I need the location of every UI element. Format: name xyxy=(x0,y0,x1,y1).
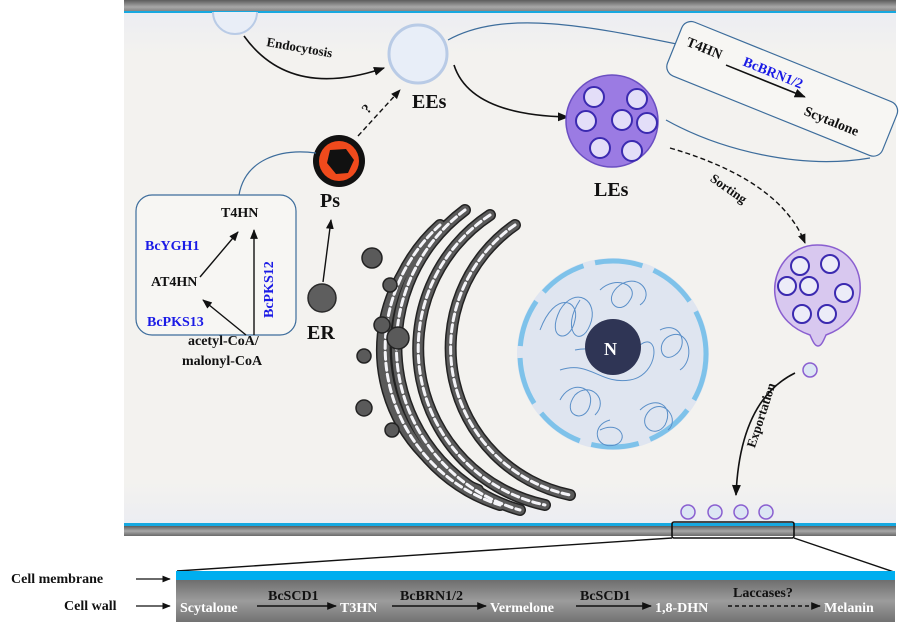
intraluminal-vesicle xyxy=(621,140,643,162)
wall-enzyme-scd1-first: BcSCD1 xyxy=(268,589,319,604)
peroxisome-core xyxy=(327,149,354,174)
zoom-line-left xyxy=(176,537,673,572)
bottom-cell-membrane xyxy=(124,523,896,526)
er-blob xyxy=(361,247,383,269)
bcpks12-enzyme-label: BcPKS12 xyxy=(262,261,277,318)
endocytic-vesicle xyxy=(212,11,258,35)
intraluminal-vesicle xyxy=(611,109,633,131)
nucleus: N xyxy=(517,258,709,450)
ee-to-le-arrow xyxy=(453,64,570,122)
wall-step-scytalone: Scytalone xyxy=(180,601,238,616)
membrane-vesicle xyxy=(707,504,723,520)
wall-step-dhn: 1,8-DHN xyxy=(655,601,708,616)
ps-label: Ps xyxy=(320,190,340,212)
er-to-ps-arrow xyxy=(322,219,334,283)
brn-arrow xyxy=(725,64,806,98)
intraluminal-vesicle xyxy=(777,276,797,296)
intraluminal-vesicle xyxy=(589,137,611,159)
zoomed-wall-layer xyxy=(176,580,895,622)
er-blob xyxy=(384,422,400,438)
zoom-line-right xyxy=(793,537,895,573)
nuclear-envelope xyxy=(517,258,709,450)
wall-step-t3hn: T3HN xyxy=(340,601,377,616)
wall-step-melanin: Melanin xyxy=(824,601,874,616)
exportation-arrow xyxy=(731,372,796,497)
substrate-line2: malonyl-CoA xyxy=(182,354,263,369)
at4hn-intermediate: AT4HN xyxy=(151,275,197,290)
top-cell-membrane xyxy=(124,11,896,13)
endocytosis-arrow xyxy=(243,35,386,80)
zoomed-membrane-layer xyxy=(176,571,895,580)
er-blob xyxy=(356,348,372,364)
ygh1-arrow xyxy=(199,231,239,278)
exported-vesicle xyxy=(802,362,818,378)
intraluminal-vesicle xyxy=(626,88,648,110)
membrane-vesicle xyxy=(680,504,696,520)
membrane-vesicles xyxy=(680,504,774,520)
membrane-vesicle xyxy=(733,504,749,520)
sorting-arrow xyxy=(669,147,806,244)
pks-product-t4hn: T4HN xyxy=(221,206,258,221)
bottom-cell-wall xyxy=(124,526,896,536)
wall-enzyme-brn: BcBRN1/2 xyxy=(400,589,463,604)
wall-enzyme-laccases: Laccases? xyxy=(733,586,793,601)
intraluminal-vesicle xyxy=(790,256,810,276)
cell-wall-label: Cell wall xyxy=(64,599,117,614)
er-vesicle xyxy=(307,283,337,313)
intraluminal-vesicle xyxy=(817,304,837,324)
bcygh1-enzyme-label: BcYGH1 xyxy=(145,239,199,254)
intraluminal-vesicle xyxy=(636,112,658,134)
intraluminal-vesicle xyxy=(799,276,819,296)
intraluminal-vesicle xyxy=(575,110,597,132)
intraluminal-vesicle xyxy=(834,283,854,303)
endosome-callout-bottom xyxy=(665,119,871,163)
nucleolus xyxy=(585,319,641,375)
top-cell-wall xyxy=(124,0,896,14)
peroxisome xyxy=(313,135,365,187)
les-label: LEs xyxy=(594,179,629,201)
er-blobs xyxy=(355,247,410,438)
wall-step-vermelone: Vermelone xyxy=(490,601,554,616)
zoomed-cell-wall xyxy=(176,571,895,622)
er-blob xyxy=(373,316,391,334)
er-blob xyxy=(386,326,410,350)
nucleolus-label: N xyxy=(604,339,617,359)
substrate-line1: acetyl-CoA/ xyxy=(188,334,260,349)
endosome-conversion-box: T4HN BcBRN1/2 Scytalone xyxy=(666,20,899,157)
early-endosome xyxy=(387,23,449,85)
zoom-region-box xyxy=(671,521,795,539)
bcpks13-enzyme-label: BcPKS13 xyxy=(147,315,204,330)
intraluminal-vesicle xyxy=(583,86,605,108)
er-label: ER xyxy=(307,322,335,344)
multivesicular-body xyxy=(773,244,861,347)
ps-to-ee-arrow xyxy=(357,89,401,137)
cell-membrane-label: Cell membrane xyxy=(11,572,103,587)
late-endosome xyxy=(565,74,659,168)
er-blob xyxy=(382,277,398,293)
wall-melanin-pathway: Scytalone BcSCD1 T3HN BcBRN1/2 Vermelone… xyxy=(180,586,874,616)
er-blob xyxy=(355,399,373,417)
intraluminal-vesicle xyxy=(820,254,840,274)
ees-label: EEs xyxy=(412,91,447,113)
membrane-vesicle xyxy=(758,504,774,520)
intraluminal-vesicle xyxy=(792,304,812,324)
wall-enzyme-scd1-second: BcSCD1 xyxy=(580,589,631,604)
peroxisome-callout-line xyxy=(238,151,317,196)
pks13-arrow xyxy=(202,299,247,336)
er-cisternae xyxy=(375,204,576,516)
conversion-box-frame xyxy=(666,20,899,157)
